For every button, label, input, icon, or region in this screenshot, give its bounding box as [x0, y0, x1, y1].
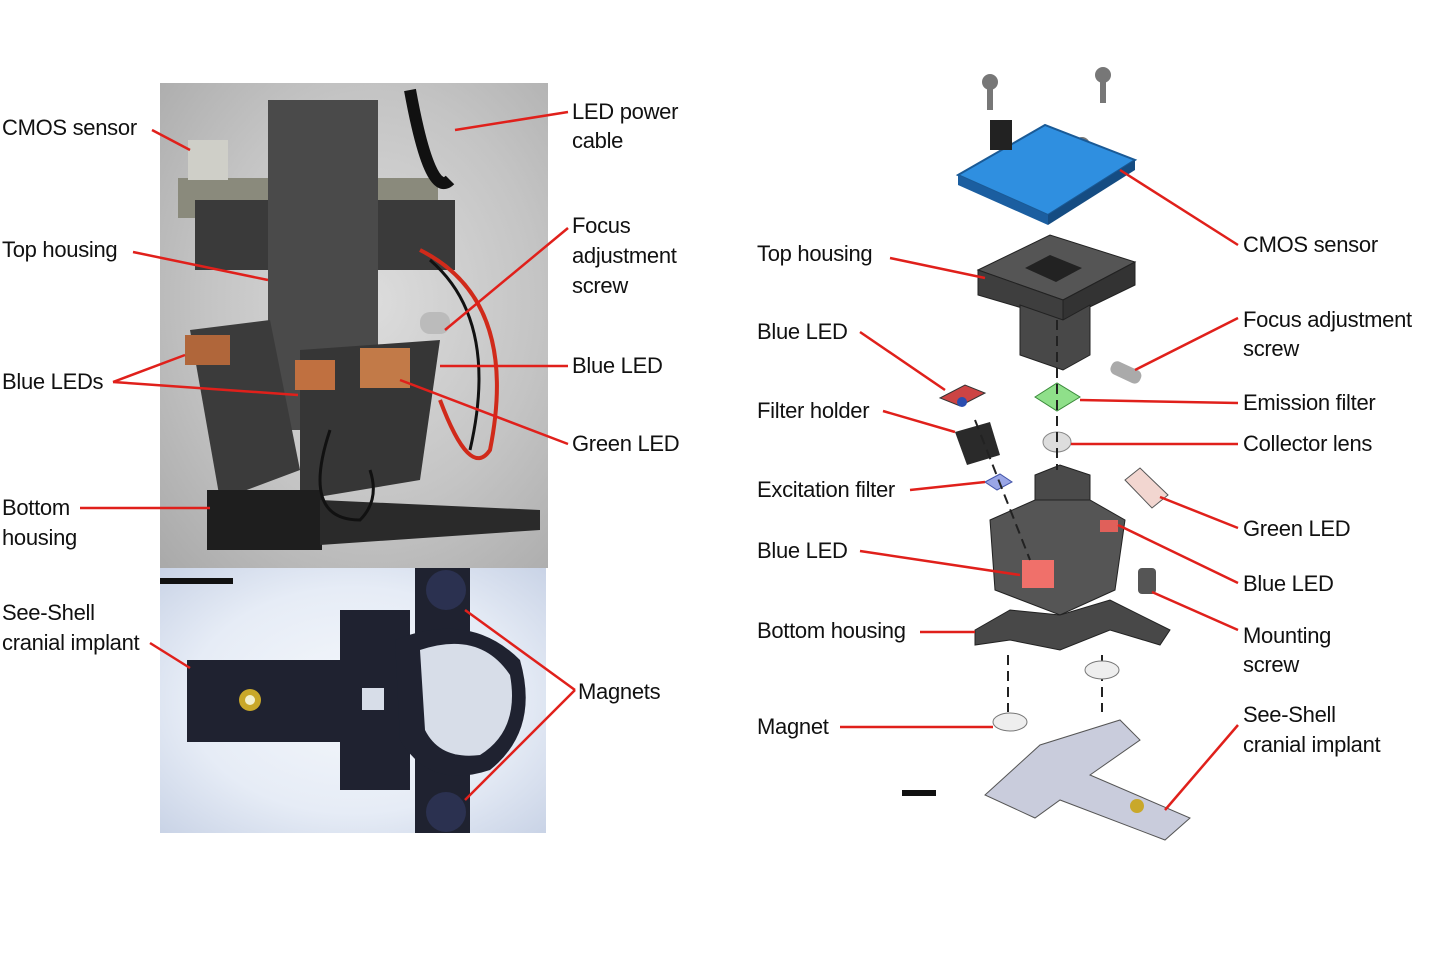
diagram-label-see-shell-2: cranial implant: [1243, 732, 1381, 757]
diagram-label-collector-lens: Collector lens: [1243, 431, 1373, 456]
label-focus-2: adjustment: [572, 243, 677, 268]
diagram-label-blue-led-1: Blue LED: [757, 319, 848, 344]
label-focus-3: screw: [572, 273, 628, 298]
label-blue-leds: Blue LEDs: [2, 369, 104, 394]
label-led-power-cable-2: cable: [572, 128, 624, 153]
diagram-magnet-1: [1084, 660, 1120, 680]
label-bottom-housing-2: housing: [2, 525, 77, 550]
label-bottom-housing-1: Bottom: [2, 495, 70, 520]
diagram-label-emission-filter: Emission filter: [1243, 390, 1376, 415]
diagram-label-filter-holder: Filter holder: [757, 398, 870, 423]
label-blue-led: Blue LED: [572, 353, 663, 378]
diagram-label-mounting-1: Mounting: [1243, 623, 1332, 648]
diagram-label-focus-2: screw: [1243, 336, 1299, 361]
diagram-magnet-2: [992, 712, 1028, 732]
diagram-green-led: [1124, 467, 1169, 509]
diagram-label-excitation-filter: Excitation filter: [757, 477, 895, 502]
diagram-emission-filter: [1034, 382, 1081, 412]
diagram-label-blue-led-2: Blue LED: [757, 538, 848, 563]
label-cmos-sensor: CMOS sensor: [2, 115, 137, 140]
diagram-bottom-housing: [974, 464, 1171, 651]
diagram-see-shell-implant: [984, 719, 1191, 841]
diagram-label-mounting-2: screw: [1243, 652, 1299, 677]
diagram-top-housing: [976, 234, 1137, 371]
diagram-mounting-screw: [1138, 568, 1156, 594]
diagram-label-focus-1: Focus adjustment: [1243, 307, 1412, 332]
diagram-cmos-board: [955, 123, 1138, 217]
diagram-scale-bar: [902, 790, 936, 796]
diagram-label-bottom-housing: Bottom housing: [757, 618, 906, 643]
diagram-label-blue-led: Blue LED: [1243, 571, 1334, 596]
diagram-label-magnet: Magnet: [757, 714, 829, 739]
diagram-label-top-housing: Top housing: [757, 241, 873, 266]
diagram-label-cmos-sensor: CMOS sensor: [1243, 232, 1378, 257]
diagram-label-see-shell-1: See-Shell: [1243, 702, 1336, 727]
label-top-housing: Top housing: [2, 237, 118, 262]
label-magnets: Magnets: [578, 679, 661, 704]
photo-implant: [187, 568, 526, 833]
diagram-focus-screw: [1110, 361, 1142, 384]
label-green-led: Green LED: [572, 431, 680, 456]
label-led-power-cable-1: LED power: [572, 99, 679, 124]
photo-miniscope-body: [178, 88, 540, 550]
label-focus-1: Focus: [572, 213, 631, 238]
label-see-shell-1: See-Shell: [2, 600, 95, 625]
leader-lines: [80, 110, 1239, 811]
diagram-label-green-led: Green LED: [1243, 516, 1351, 541]
diagram-blue-led-1: [938, 384, 987, 407]
photo-scale-bar: [160, 578, 233, 584]
label-see-shell-2: cranial implant: [2, 630, 140, 655]
